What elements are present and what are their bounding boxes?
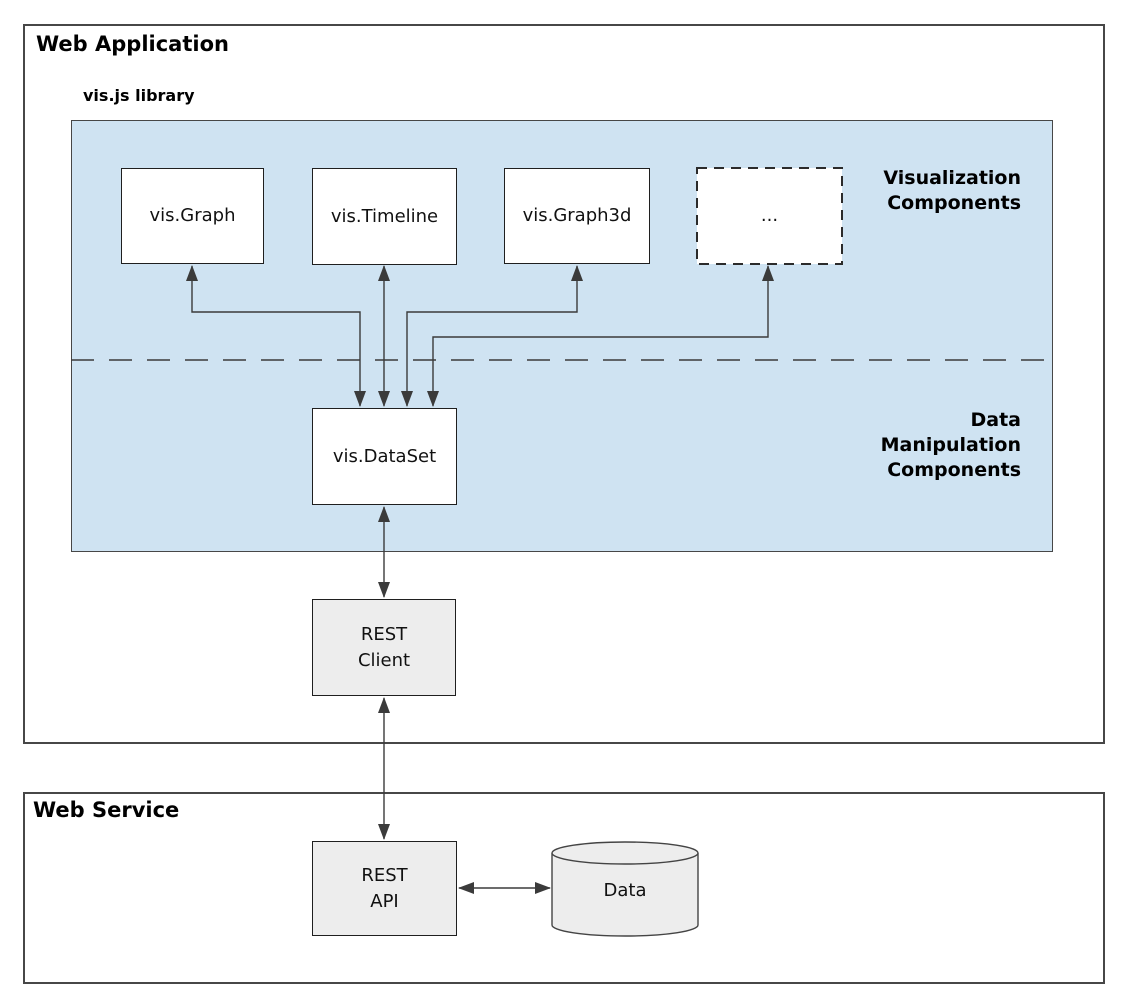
node-rest-client-label: REST Client — [357, 623, 411, 671]
label-visualization-components: Visualization Components — [883, 167, 1021, 214]
node-vis-graph-label: vis.Graph — [149, 205, 236, 226]
node-vis-timeline-label: vis.Timeline — [330, 205, 439, 227]
node-vis-graph: vis.Graph — [121, 168, 264, 264]
node-data-store: Data — [552, 855, 698, 927]
web-application-title: Web Application — [36, 32, 229, 56]
web-application-container: Web Application — [23, 24, 1105, 744]
node-rest-api-label: REST API — [361, 864, 408, 912]
label-data-manipulation-components: Data Manipulation Components — [880, 409, 1021, 481]
node-vis-graph3d-label: vis.Graph3d — [522, 205, 632, 226]
node-more-components-label: ... — [760, 205, 779, 226]
web-service-title: Web Service — [33, 798, 180, 822]
node-vis-timeline: vis.Timeline — [312, 168, 457, 265]
node-rest-api: REST API — [312, 841, 457, 936]
node-rest-client: REST Client — [312, 599, 456, 696]
vis-library-title: vis.js library — [83, 86, 195, 105]
web-service-container: Web Service — [23, 792, 1105, 984]
node-more-components: ... — [697, 168, 842, 264]
node-vis-dataset-label: vis.DataSet — [332, 445, 437, 467]
node-vis-graph3d: vis.Graph3d — [504, 168, 650, 264]
node-data-store-label: Data — [603, 880, 647, 901]
node-vis-dataset: vis.DataSet — [312, 408, 457, 505]
